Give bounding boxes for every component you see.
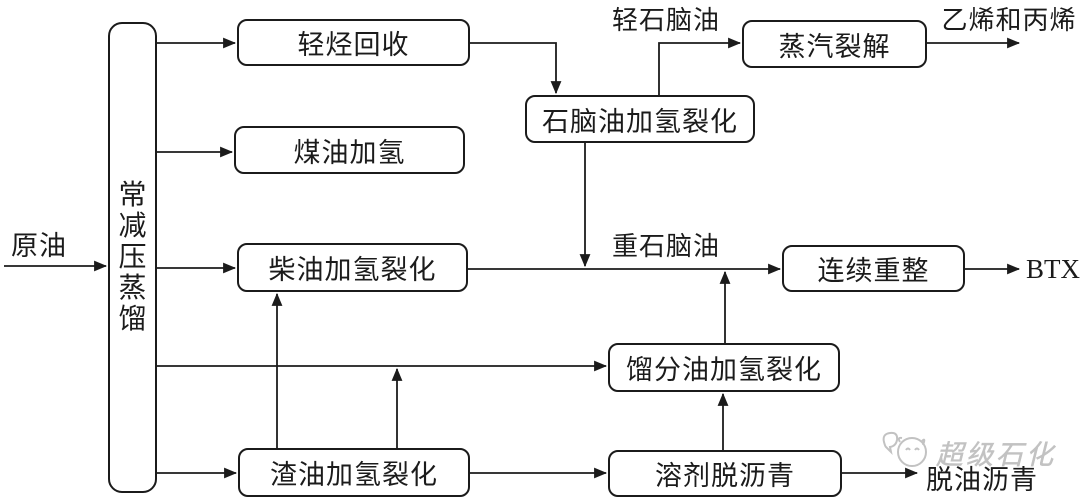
watermark: 超级石化 bbox=[880, 428, 1056, 477]
node-light-hydrocarbon-recovery-label: 轻烃回收 bbox=[297, 30, 410, 60]
node-distillation: 常减压蒸馏 bbox=[108, 22, 157, 493]
node-distillate-hydrocracking-label: 馏分油加氢裂化 bbox=[626, 355, 822, 385]
node-kerosene-hydrotreating: 煤油加氢 bbox=[234, 126, 465, 174]
node-distillate-hydrocracking: 馏分油加氢裂化 bbox=[608, 343, 840, 392]
watermark-mascot-icon bbox=[880, 428, 932, 477]
watermark-text: 超级石化 bbox=[936, 440, 1056, 471]
node-solvent-deasphalting: 溶剂脱沥青 bbox=[608, 450, 842, 497]
node-naphtha-hydrocracking-label: 石脑油加氢裂化 bbox=[542, 106, 738, 137]
node-residue-hydrocracking-label: 渣油加氢裂化 bbox=[270, 460, 438, 490]
node-kerosene-hydrotreating-label: 煤油加氢 bbox=[293, 137, 406, 168]
node-solvent-deasphalting-label: 溶剂脱沥青 bbox=[655, 461, 795, 491]
node-light-hydrocarbon-recovery: 轻烃回收 bbox=[237, 19, 470, 66]
node-steam-cracking-label: 蒸汽裂解 bbox=[778, 31, 891, 62]
node-steam-cracking: 蒸汽裂解 bbox=[742, 20, 927, 68]
node-residue-hydrocracking: 渣油加氢裂化 bbox=[238, 448, 470, 497]
stream-label-heavy-naphtha: 重石脑油 bbox=[611, 232, 720, 261]
node-diesel-hydrocracking-label: 柴油加氢裂化 bbox=[268, 255, 437, 285]
node-continuous-reforming: 连续重整 bbox=[782, 245, 965, 292]
stream-label-deoiled-asphalt: 脱油沥青 bbox=[926, 465, 1038, 495]
stream-label-crude-oil: 原油 bbox=[11, 231, 67, 261]
arrow-lhr-to-naphtha-hc bbox=[470, 42, 562, 95]
arrow-naphtha-hc-to-steam-cracking bbox=[658, 37, 742, 95]
stream-label-light-naphtha: 轻石脑油 bbox=[611, 6, 720, 35]
stream-label-ethylene-propylene: 乙烯和丙烯 bbox=[941, 6, 1077, 35]
node-naphtha-hydrocracking: 石脑油加氢裂化 bbox=[525, 95, 755, 143]
stream-label-btx: BTX bbox=[1026, 254, 1080, 284]
node-diesel-hydrocracking: 柴油加氢裂化 bbox=[237, 243, 468, 292]
node-continuous-reforming-label: 连续重整 bbox=[817, 256, 930, 286]
node-distillation-label: 常减压蒸馏 bbox=[118, 180, 147, 335]
